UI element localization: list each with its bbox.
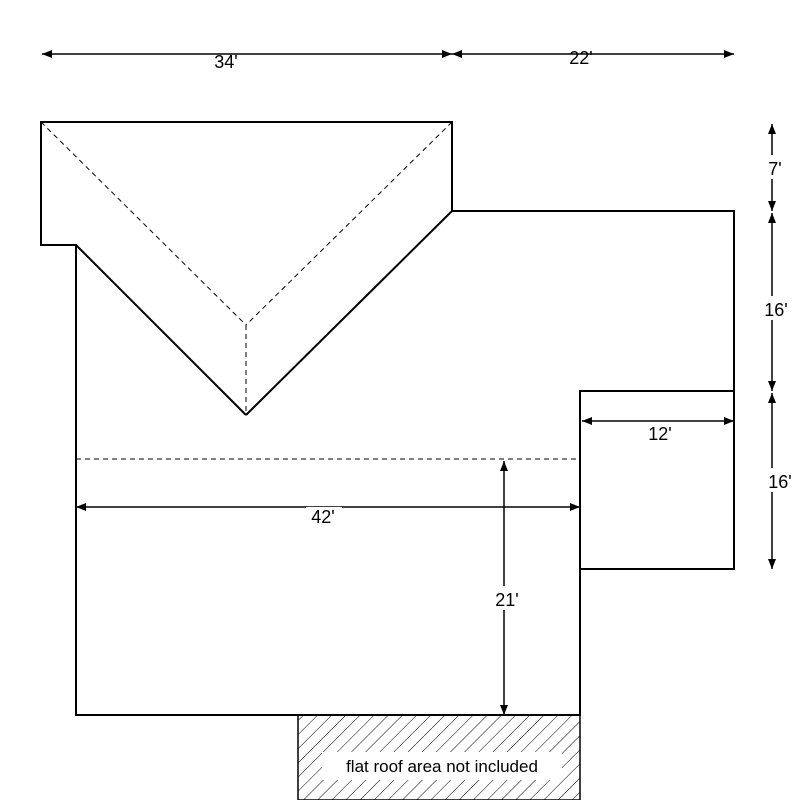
dim-label-34: 34'	[214, 52, 237, 72]
dimension-right-bottom: 16'	[758, 393, 792, 569]
dimension-inner-height: 21'	[488, 461, 522, 715]
dim-label-7: 7'	[768, 159, 781, 179]
dim-label-21: 21'	[495, 590, 518, 610]
dim-label-16-middle: 16'	[764, 300, 787, 320]
dimension-inner-width: 42'	[76, 503, 580, 529]
dim-label-16-bottom: 16'	[768, 472, 791, 492]
dimension-inner-right: 12'	[582, 417, 734, 444]
flat-roof-note: flat roof area not included	[346, 757, 538, 776]
dimension-right-middle: 16'	[758, 213, 792, 391]
dim-label-22: 22'	[569, 48, 592, 68]
roof-outline	[40, 121, 735, 716]
hip-lines	[40, 121, 453, 416]
dim-label-12: 12'	[648, 424, 671, 444]
wing-step-line	[579, 390, 734, 569]
dim-label-42: 42'	[311, 507, 334, 527]
dimension-right-top: 7'	[760, 124, 786, 211]
flat-roof-area: flat roof area not included	[297, 714, 581, 800]
dimension-top-right: 22'	[452, 48, 734, 68]
dimension-top-left: 34'	[42, 50, 452, 72]
